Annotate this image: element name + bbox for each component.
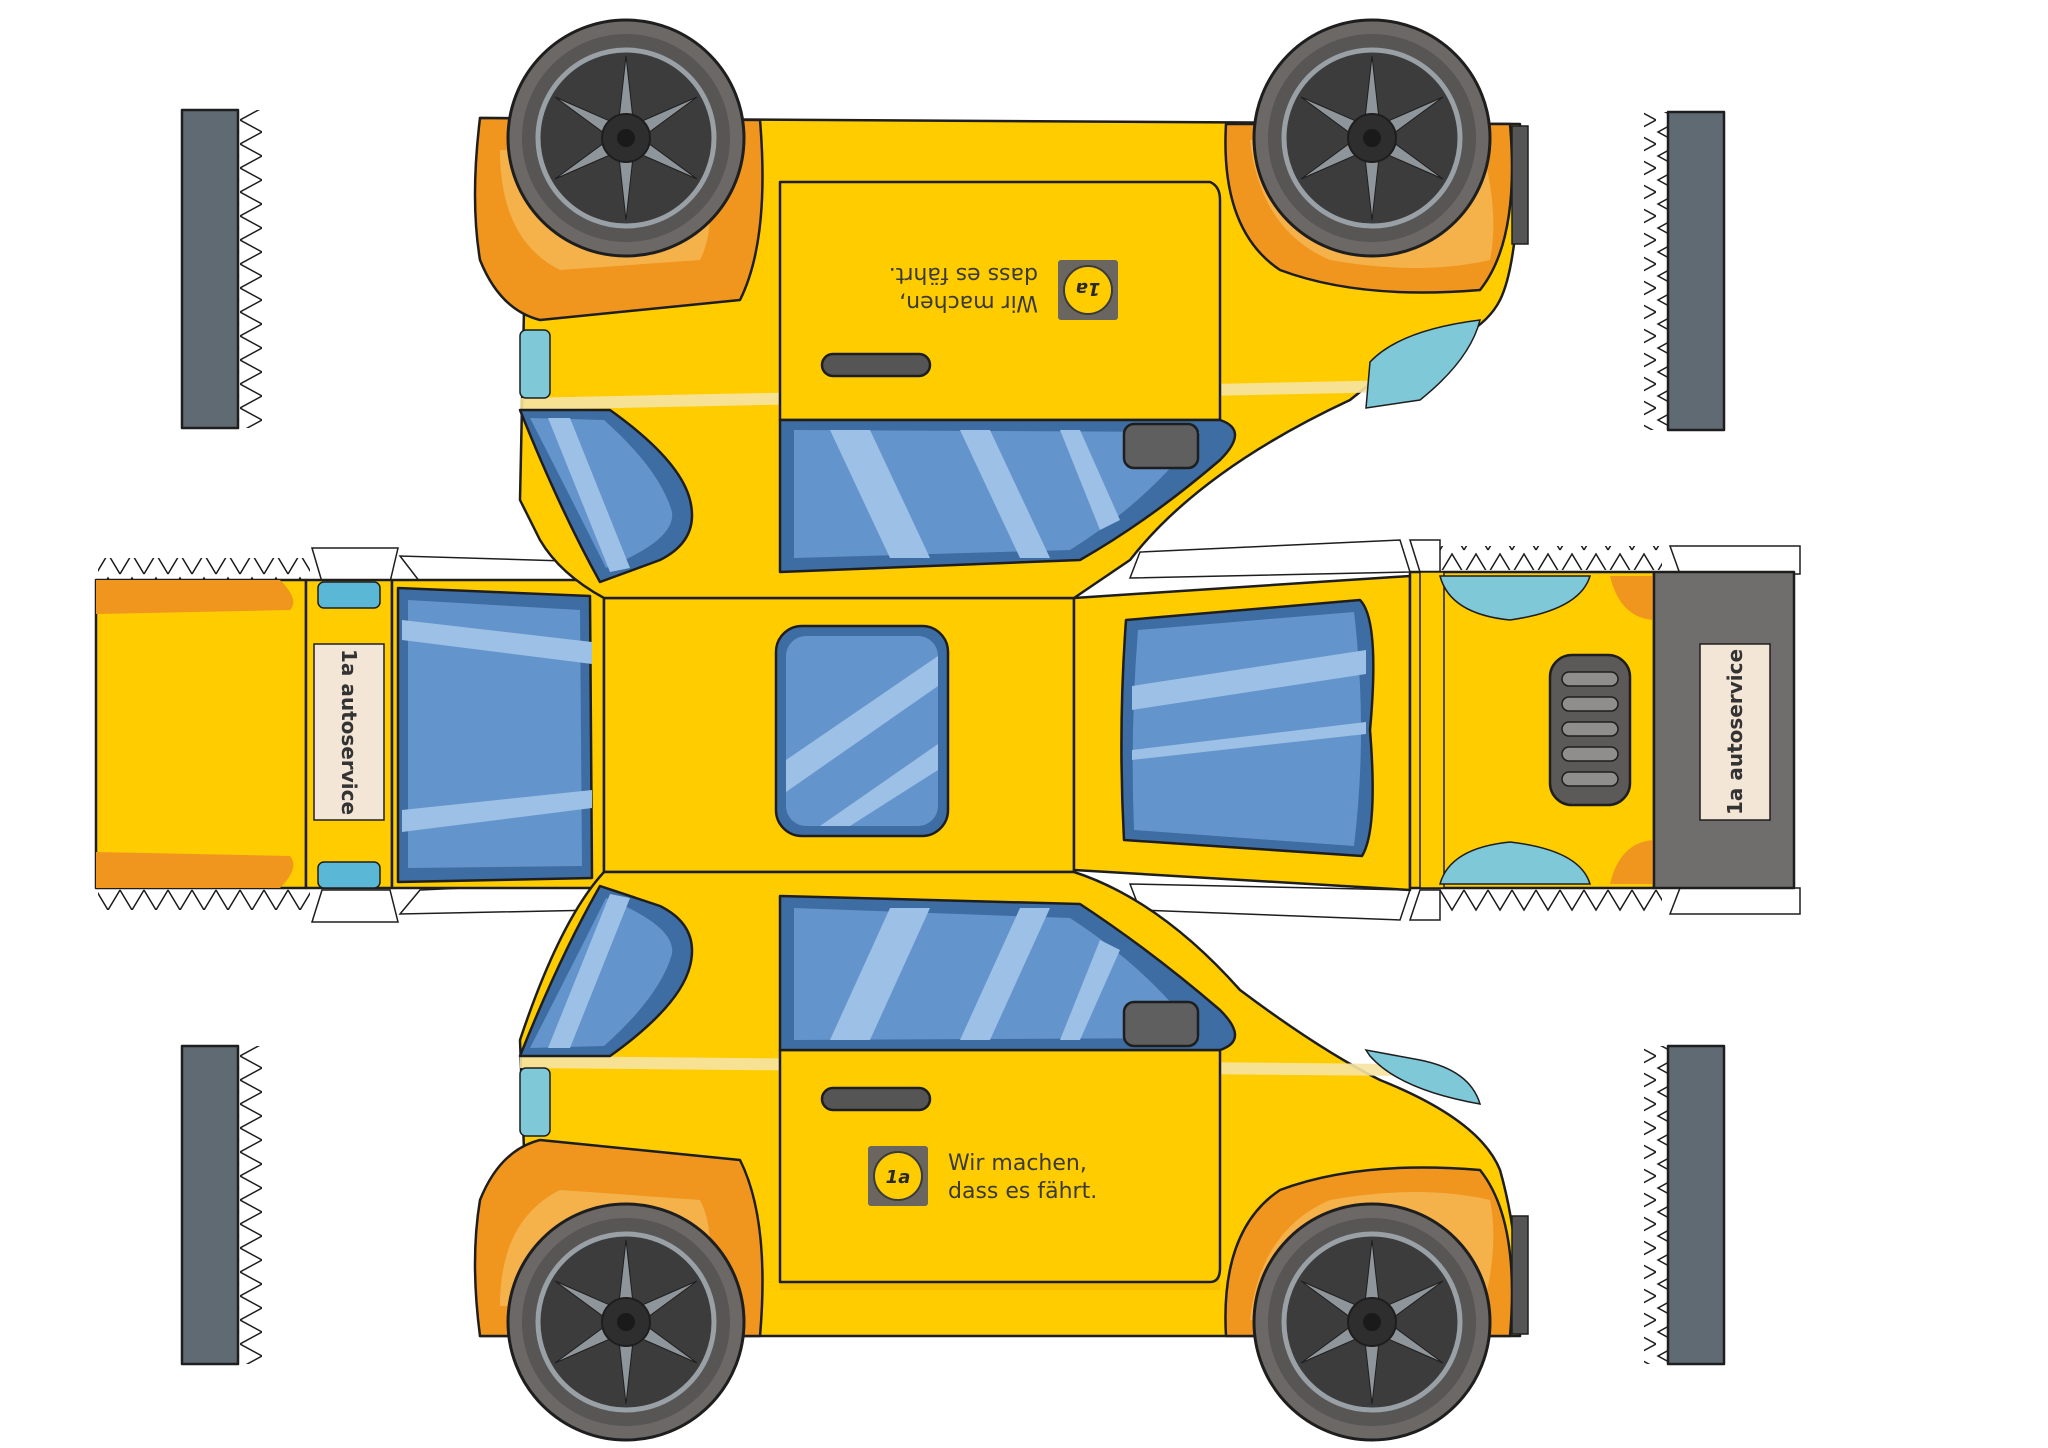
front-bumper: 1a autoservice [1652,570,1796,890]
logo-1a-icon [867,1145,929,1207]
wheel-icon [508,1204,744,1440]
license-plate-front-text: 1a autoservice [1723,649,1747,815]
glue-tabs-left-top [98,558,310,582]
slogan-line1-bottom: Wir machen, [948,1151,1087,1176]
wheel-icon [508,20,744,256]
slogan-line2-bottom: dass es fährt. [948,1179,1097,1204]
rear-end-panel: 1a autoservice [94,578,394,890]
front-hood-panel [1408,570,1656,890]
glue-strip-top-right [1644,110,1726,432]
rear-window [390,578,606,890]
glue-tabs-right-bottom [1440,888,1662,912]
glue-strip-top-left [180,108,262,430]
glue-tabs-left-bottom [98,886,310,910]
mirror-icon [1122,422,1200,470]
door-handle-icon [820,1086,932,1112]
license-plate-rear [313,643,385,821]
glue-strip-bottom-left [180,1044,262,1366]
glue-strip-bottom-right [1644,1044,1726,1366]
mirror-icon [1122,1000,1200,1048]
side-panel-top: Wir machen, dass es fährt. [473,20,1529,600]
glue-tabs-right-top [1440,546,1662,570]
door-handle-icon [820,352,932,378]
roof-panel [602,596,1076,874]
logo-1a-icon [1057,259,1119,321]
wheel-icon [1254,1204,1490,1440]
grille-icon [1548,653,1632,807]
license-plate-rear-text: 1a autoservice [337,649,361,815]
slogan-line1-top: Wir machen, [899,290,1038,315]
wheel-icon [1254,20,1490,256]
front-windshield [1072,574,1412,892]
side-panel-bottom: Wir machen, dass es fährt. [473,870,1529,1440]
slogan-line2-top: dass es fährt. [889,262,1038,287]
license-plate-front [1699,643,1771,821]
